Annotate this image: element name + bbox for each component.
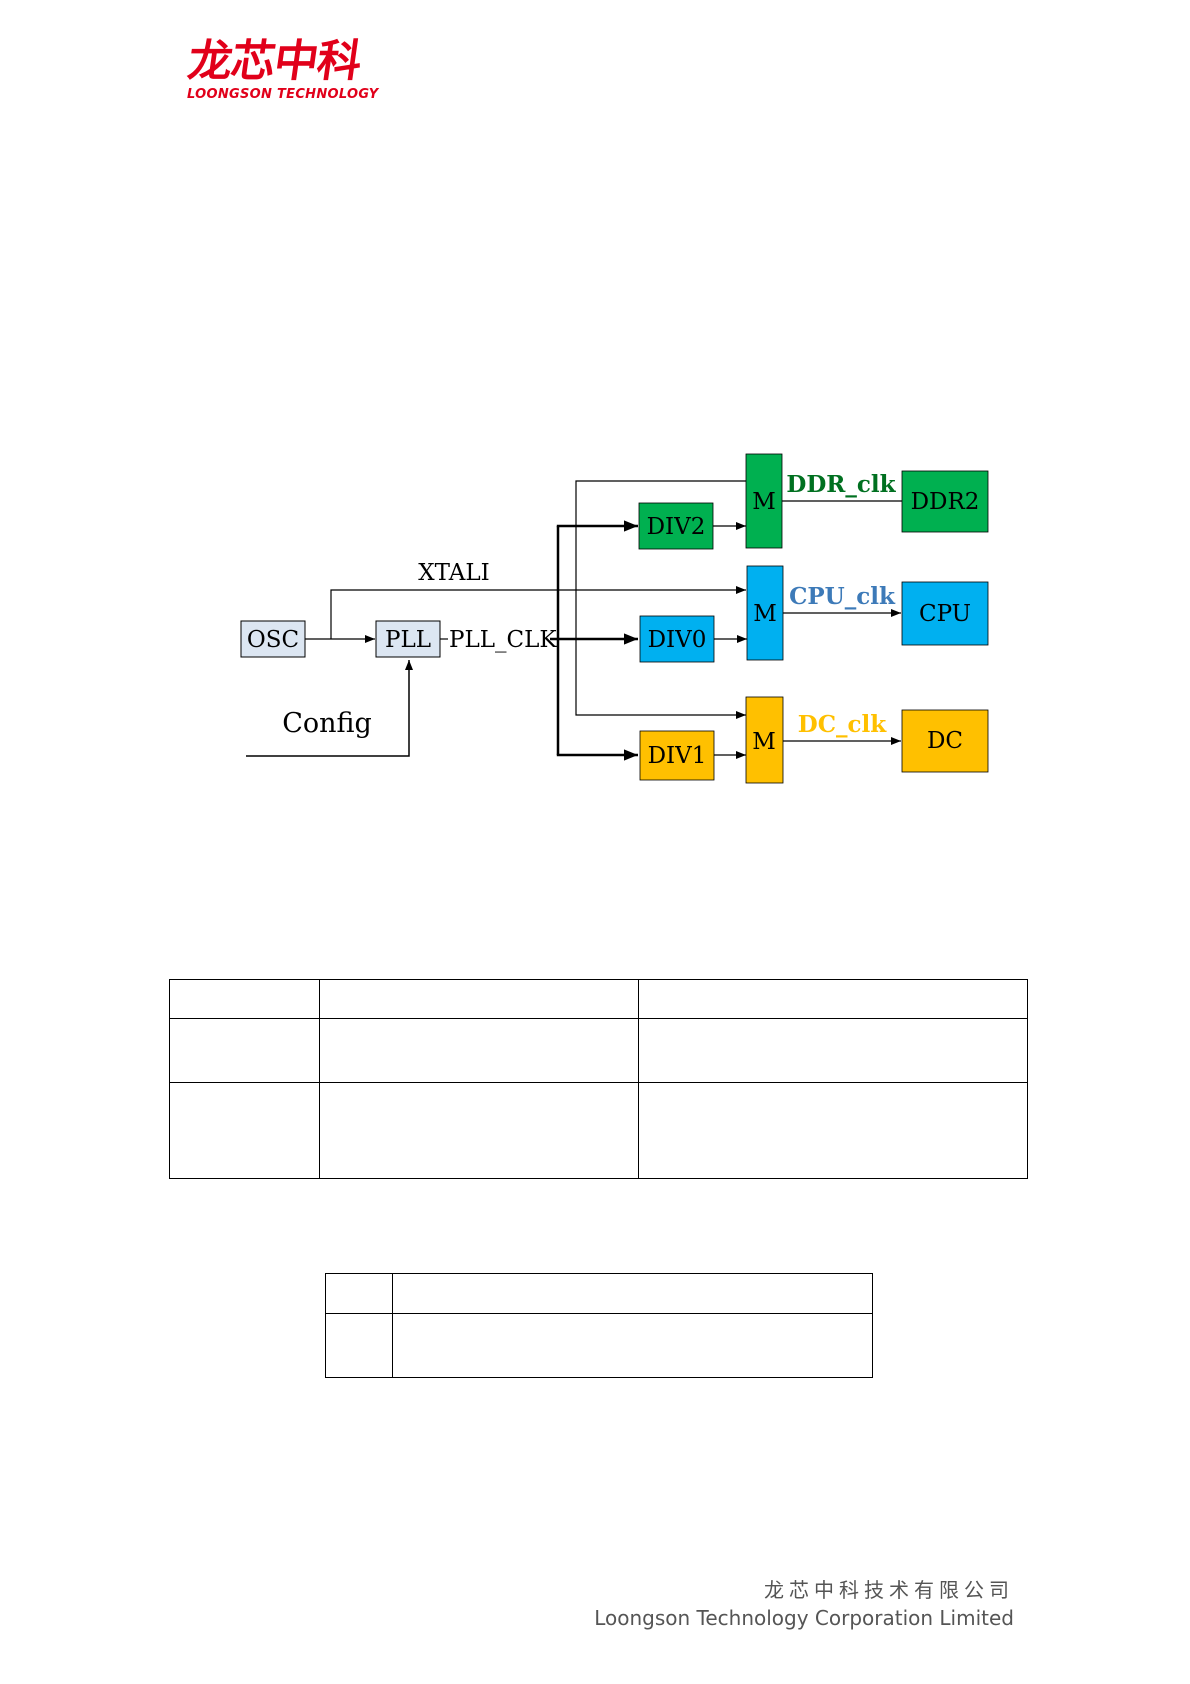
dc-mux-block: M — [745, 696, 784, 784]
xtali-label: XTALI — [418, 560, 489, 586]
table-row — [325, 1313, 873, 1378]
company-logo: 龙芯中科 LOONGSON TECHNOLOGY — [185, 36, 425, 108]
cpu-mux-label: M — [753, 601, 777, 627]
div2-block: DIV2 — [638, 502, 714, 550]
table-cell — [325, 1313, 393, 1378]
config-label: Config — [282, 708, 372, 739]
table-cell — [169, 979, 320, 1019]
table-row — [169, 1018, 1028, 1083]
table-cell — [169, 1082, 320, 1179]
osc-label: OSC — [247, 627, 299, 653]
dc-clk-label: DC_clk — [798, 711, 887, 738]
cpu-mux-block: M — [746, 565, 784, 661]
table-1 — [169, 979, 1028, 1179]
connector-lines — [246, 480, 902, 761]
div0-label: DIV0 — [648, 627, 707, 653]
table-cell — [319, 979, 639, 1019]
table-cell — [169, 1018, 320, 1083]
pll-clk-label: PLL_CLK — [449, 627, 557, 653]
dc-label: DC — [927, 728, 963, 754]
footer-company-cn: 龙芯中科技术有限公司 — [764, 1578, 1014, 1602]
pll-label: PLL — [385, 627, 431, 653]
table-cell — [638, 979, 1028, 1019]
div1-label: DIV1 — [648, 743, 707, 769]
table-2 — [325, 1273, 873, 1378]
ddr2-block: DDR2 — [901, 470, 989, 533]
table-cell — [319, 1018, 639, 1083]
table-cell — [638, 1082, 1028, 1179]
div1-block: DIV1 — [639, 730, 715, 781]
div0-block: DIV0 — [639, 615, 715, 663]
dc-mux-label: M — [752, 729, 776, 755]
ddr-mux-label: M — [752, 489, 776, 515]
pll-block: PLL — [375, 620, 441, 658]
logo-english-text: LOONGSON TECHNOLOGY — [187, 87, 379, 102]
table-row — [325, 1273, 873, 1314]
footer-company-en: Loongson Technology Corporation Limited — [594, 1606, 1014, 1630]
cpu-label: CPU — [919, 601, 971, 627]
osc-block: OSC — [240, 620, 306, 658]
table-row — [169, 979, 1028, 1019]
ddr2-label: DDR2 — [911, 489, 980, 515]
table-cell — [392, 1313, 873, 1378]
cpu-block: CPU — [901, 581, 989, 646]
cpu-clk-label: CPU_clk — [789, 583, 896, 610]
ddr-mux-block: M — [745, 453, 783, 549]
div2-label: DIV2 — [647, 514, 706, 540]
table-cell — [392, 1273, 873, 1314]
ddr-clk-label: DDR_clk — [786, 471, 896, 498]
table-cell — [638, 1018, 1028, 1083]
table-cell — [319, 1082, 639, 1179]
table-row — [169, 1082, 1028, 1179]
dc-block: DC — [901, 709, 989, 773]
table-cell — [325, 1273, 393, 1314]
